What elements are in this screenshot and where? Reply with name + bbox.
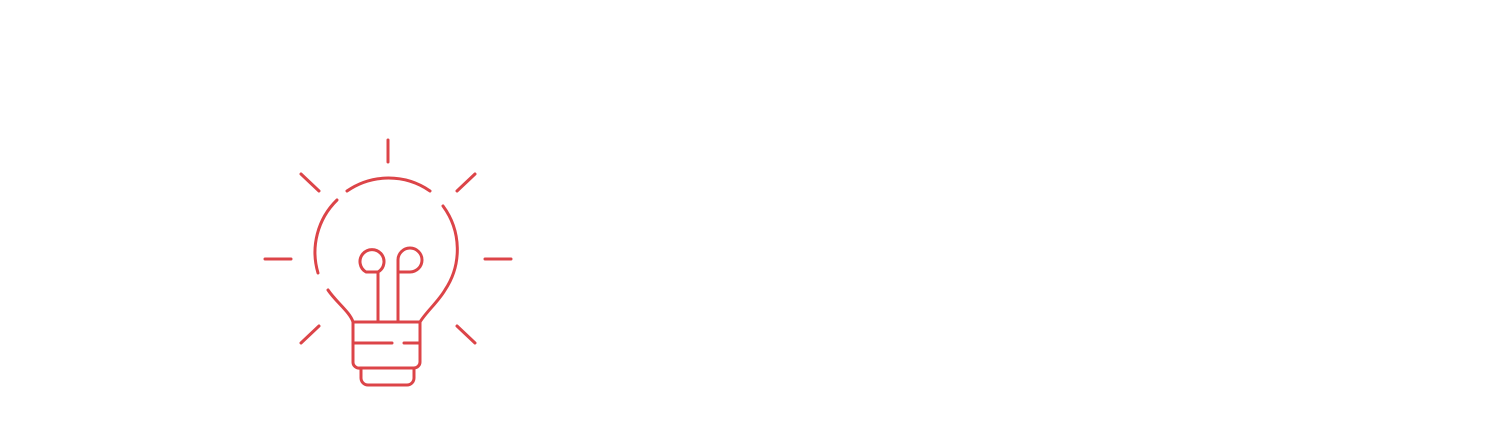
bulb-outline-top — [345, 176, 432, 193]
lightbulb-svg — [263, 138, 513, 387]
bulb-outline-left — [313, 198, 339, 275]
bulb-cap — [359, 366, 416, 387]
ray-top-right — [455, 172, 477, 193]
ray-bottom-right — [455, 324, 477, 345]
ray-bottom-left — [299, 324, 321, 345]
bulb-base — [351, 320, 422, 370]
bulb-outline-right — [418, 204, 459, 342]
lightbulb-icon — [240, 120, 540, 410]
filament — [358, 246, 424, 324]
ray-top-left — [299, 172, 321, 193]
bulb-outline-lower-left — [326, 288, 355, 342]
